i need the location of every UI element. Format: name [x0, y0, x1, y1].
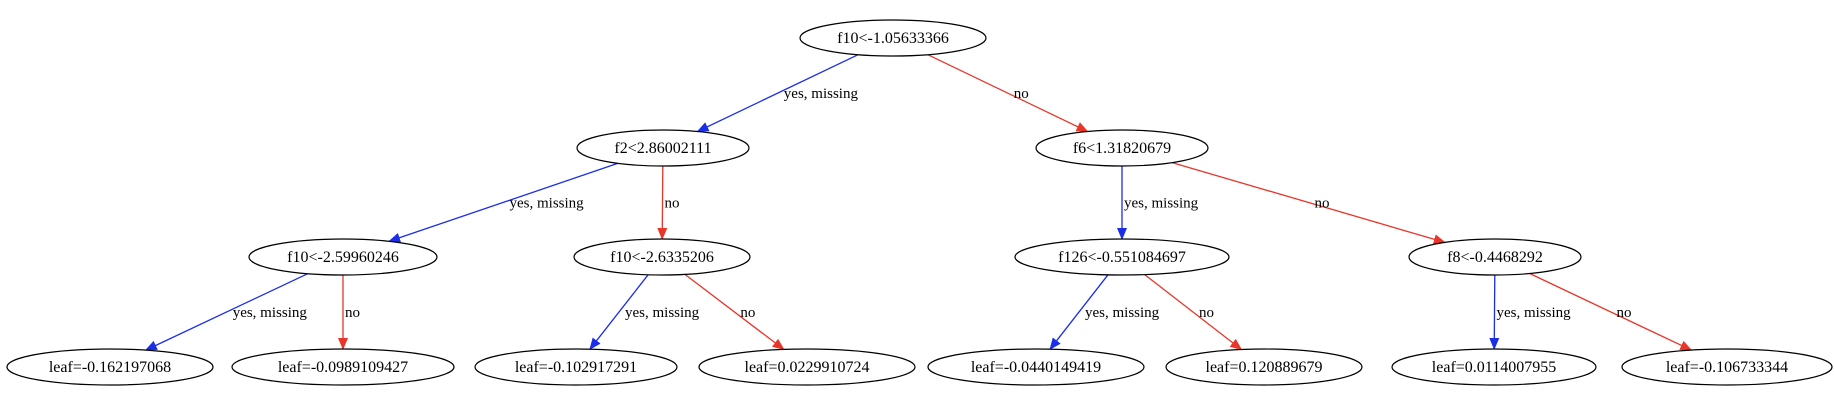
edge-label-no: no — [740, 305, 755, 321]
edge-label-yes-missing: yes, missing — [233, 305, 308, 321]
edge-line-yes — [1049, 274, 1109, 350]
edge-line-no — [684, 273, 785, 351]
node-ellipse — [231, 348, 455, 386]
edge-label-no: no — [665, 196, 680, 212]
edges-layer: yes, missing no yes, missing no yes, missing… — [144, 54, 1693, 351]
node-label: f8<-0.4468292 — [1447, 249, 1543, 266]
edge-n3-n7: yes, missing — [144, 273, 308, 351]
edge-line-no — [1144, 274, 1243, 351]
edge-line-yes — [589, 274, 649, 350]
edge-label-yes-missing: yes, missing — [510, 195, 585, 211]
node-label: leaf=-0.162197068 — [49, 359, 171, 376]
node-label: leaf=-0.0440149419 — [971, 359, 1101, 376]
node-label: f6<1.31820679 — [1073, 140, 1171, 157]
leaf-node-n11: leaf=-0.0440149419 — [927, 348, 1145, 386]
edge-label-yes-missing: yes, missing — [1085, 305, 1160, 321]
node-label: f2<2.86002111 — [614, 140, 711, 157]
node-ellipse — [1014, 238, 1230, 276]
node-ellipse — [248, 238, 438, 276]
edge-line-yes — [388, 162, 619, 243]
edge-line-yes — [144, 273, 308, 351]
edge-label-yes-missing: yes, missing — [1124, 196, 1199, 212]
node-label: f126<-0.551084697 — [1058, 249, 1186, 266]
edge-label-no: no — [1617, 305, 1632, 321]
node-ellipse — [799, 19, 987, 57]
edge-n0-n1: yes, missing — [696, 54, 859, 133]
node-label: leaf=-0.0989109427 — [278, 359, 408, 376]
edge-line-no — [657, 165, 668, 240]
edge-n1-n3: yes, missing — [388, 162, 619, 243]
edge-label-no: no — [1315, 196, 1330, 212]
edge-n4-n10: no — [684, 273, 785, 351]
split-node-n3: f10<-2.59960246 — [248, 238, 438, 276]
edge-n1-n4: no — [657, 165, 680, 240]
leaf-node-n13: leaf=0.0114007955 — [1391, 348, 1597, 386]
edge-n6-n13: yes, missing — [1489, 274, 1572, 350]
edge-label-no: no — [345, 305, 360, 321]
split-node-n1: f2<2.86002111 — [576, 129, 750, 167]
edge-n4-n9: yes, missing — [589, 274, 700, 350]
edge-line-no — [1529, 272, 1693, 351]
leaf-node-n14: leaf=-0.106733344 — [1621, 348, 1833, 386]
node-ellipse — [576, 129, 750, 167]
node-label: f10<-1.05633366 — [837, 30, 949, 47]
edge-n0-n2: no — [927, 54, 1089, 133]
edge-label-no: no — [1199, 305, 1214, 321]
edge-n2-n5: yes, missing — [1117, 166, 1199, 240]
leaf-node-n12: leaf=0.120889679 — [1165, 348, 1363, 386]
node-label: leaf=0.120889679 — [1206, 359, 1323, 376]
split-node-n6: f8<-0.4468292 — [1408, 238, 1582, 276]
leaf-node-n8: leaf=-0.0989109427 — [231, 348, 455, 386]
edge-line-no — [1171, 161, 1446, 245]
edge-label-yes-missing: yes, missing — [625, 305, 700, 321]
edge-line-yes — [696, 54, 859, 133]
node-ellipse — [474, 348, 678, 386]
nodes-layer: f10<-1.05633366 f2<2.86002111 f6<1.3182067… — [6, 19, 1833, 386]
edge-label-yes-missing: yes, missing — [1497, 305, 1572, 321]
edge-n3-n8: no — [338, 275, 360, 350]
node-ellipse — [1165, 348, 1363, 386]
node-ellipse — [6, 348, 214, 386]
leaf-node-n9: leaf=-0.102917291 — [474, 348, 678, 386]
node-label: leaf=-0.106733344 — [1666, 359, 1788, 376]
node-label: f10<-2.59960246 — [287, 249, 399, 266]
node-ellipse — [1408, 238, 1582, 276]
node-ellipse — [698, 348, 916, 386]
split-node-n0: f10<-1.05633366 — [799, 19, 987, 57]
leaf-node-n10: leaf=0.0229910724 — [698, 348, 916, 386]
node-label: leaf=0.0114007955 — [1432, 359, 1556, 376]
node-label: f10<-2.6335206 — [610, 249, 714, 266]
edge-n5-n12: no — [1144, 274, 1243, 351]
node-label: leaf=-0.102917291 — [515, 359, 637, 376]
edge-label-no: no — [1014, 86, 1029, 102]
edge-n6-n14: no — [1529, 272, 1693, 351]
node-ellipse — [1035, 129, 1209, 167]
node-ellipse — [927, 348, 1145, 386]
edge-n5-n11: yes, missing — [1049, 274, 1160, 350]
edge-line-yes — [1489, 274, 1500, 350]
node-ellipse — [1621, 348, 1833, 386]
node-label: leaf=0.0229910724 — [745, 359, 870, 376]
edge-line-no — [927, 54, 1089, 133]
node-ellipse — [573, 238, 751, 276]
edge-n2-n6: no — [1171, 161, 1446, 245]
split-node-n2: f6<1.31820679 — [1035, 129, 1209, 167]
split-node-n4: f10<-2.6335206 — [573, 238, 751, 276]
node-ellipse — [1391, 348, 1597, 386]
split-node-n5: f126<-0.551084697 — [1014, 238, 1230, 276]
leaf-node-n7: leaf=-0.162197068 — [6, 348, 214, 386]
edge-label-yes-missing: yes, missing — [784, 86, 859, 102]
